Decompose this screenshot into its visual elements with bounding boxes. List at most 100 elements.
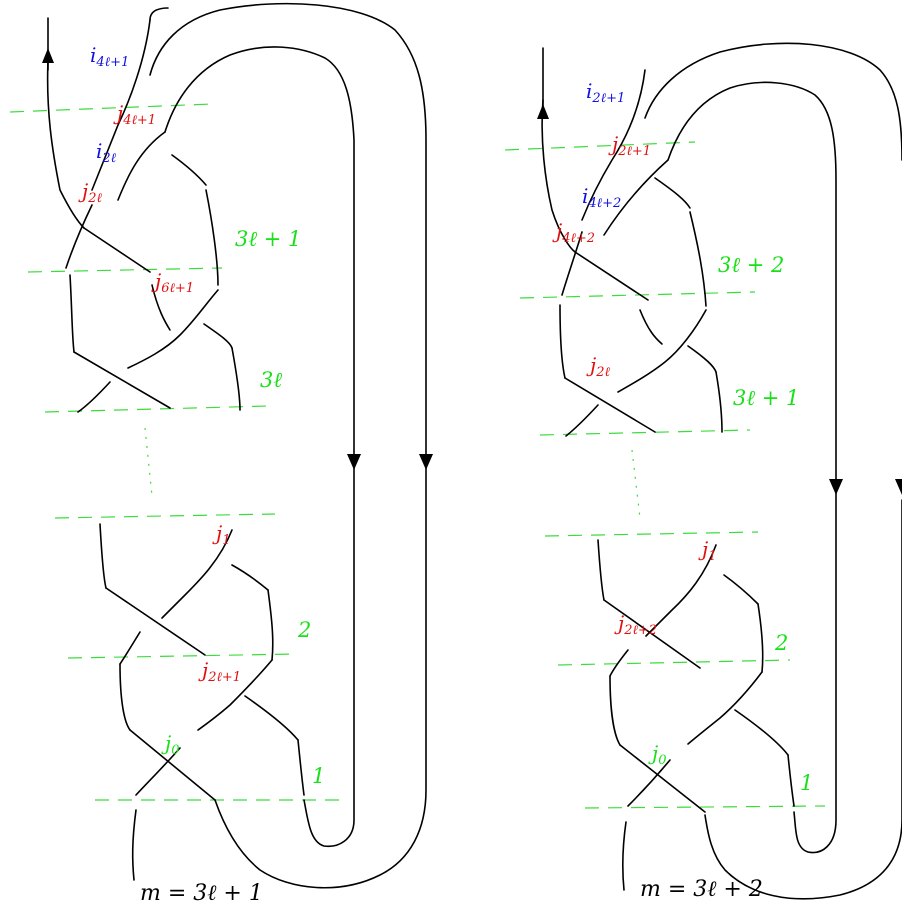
level-label: 1 xyxy=(800,771,813,795)
level-line xyxy=(44,405,269,413)
strand xyxy=(65,204,93,269)
level-label: 1 xyxy=(312,764,325,788)
left-labels: i4ℓ+1 j4ℓ+1 i2ℓ j2ℓ j6ℓ+1 j1 j2ℓ+1 j0 3ℓ… xyxy=(78,43,325,906)
strand xyxy=(149,7,169,21)
strand xyxy=(603,159,669,236)
label-j-mid: j4ℓ+2 xyxy=(552,219,595,246)
strand xyxy=(757,603,764,673)
level-line xyxy=(519,291,756,299)
label-i-top: i4ℓ+1 xyxy=(90,43,129,70)
strand xyxy=(541,99,576,253)
label-i-mid: i4ℓ+2 xyxy=(582,184,621,211)
label-j-one: j1 xyxy=(212,521,230,548)
label-j-one: j1 xyxy=(698,537,716,564)
label-i-top: i2ℓ+1 xyxy=(586,79,625,106)
strand xyxy=(129,729,216,801)
strand xyxy=(723,574,759,605)
level-line xyxy=(539,429,751,436)
label-j-low: j6ℓ+1 xyxy=(151,269,194,296)
up-arrow-icon xyxy=(537,104,549,119)
outermost-closure-loop xyxy=(704,499,902,900)
strand xyxy=(127,289,219,369)
level-line xyxy=(9,103,213,113)
strand xyxy=(609,649,629,677)
strand xyxy=(151,284,171,331)
label-i-mid: i2ℓ xyxy=(96,139,117,166)
strand xyxy=(627,759,671,807)
strand xyxy=(46,59,85,229)
up-arrow-icon xyxy=(42,48,54,63)
outer-closure-loop xyxy=(164,46,355,848)
strand xyxy=(574,251,649,301)
strand xyxy=(267,589,274,661)
down-arrow-icon xyxy=(419,454,433,470)
level-label: 3ℓ xyxy=(260,368,282,392)
outermost-closure-loop xyxy=(644,42,902,161)
strand xyxy=(645,544,717,637)
strand xyxy=(734,709,789,756)
strand xyxy=(787,754,795,807)
strand xyxy=(609,675,621,746)
panel-caption: m = 3ℓ + 2 xyxy=(640,877,763,902)
strand xyxy=(687,671,763,745)
strand xyxy=(621,821,627,891)
strand xyxy=(564,377,656,433)
level-line xyxy=(557,659,791,666)
strand xyxy=(689,211,707,307)
down-arrow-icon xyxy=(829,479,843,495)
strand xyxy=(105,587,206,656)
left-closure-loops xyxy=(42,2,433,889)
left-braid-strands xyxy=(46,17,305,881)
strand xyxy=(231,564,269,591)
level-label: 3ℓ + 1 xyxy=(235,227,301,251)
left-level-lines xyxy=(9,103,342,801)
label-j-mid: j2ℓ xyxy=(78,179,102,206)
label-j-low: j2ℓ xyxy=(586,353,610,380)
level-label: 2 xyxy=(774,631,788,655)
strand xyxy=(559,304,566,379)
level-label: 2 xyxy=(297,618,311,642)
strand xyxy=(69,274,75,353)
strand xyxy=(171,154,207,186)
outermost-closure-loop xyxy=(149,2,427,889)
strand xyxy=(639,309,663,345)
strand xyxy=(119,631,141,665)
panel-caption: m = 3ℓ + 1 xyxy=(140,881,263,906)
label-j-two: j2ℓ+1 xyxy=(198,658,241,685)
level-line xyxy=(67,653,297,659)
label-j-zero: j0 xyxy=(648,741,666,768)
left-panel: i4ℓ+1 j4ℓ+1 i2ℓ j2ℓ j6ℓ+1 j1 j2ℓ+1 j0 3ℓ… xyxy=(9,2,433,906)
level-label: 3ℓ + 2 xyxy=(718,253,784,277)
strand xyxy=(603,599,701,669)
strand xyxy=(597,539,605,601)
level-label: 3ℓ + 1 xyxy=(733,386,799,410)
right-labels: i2ℓ+1 j2ℓ+1 i4ℓ+2 j4ℓ+2 j2ℓ j1 j2ℓ+2 j0 … xyxy=(552,79,813,902)
label-j-zero: j0 xyxy=(161,731,179,758)
label-j-top: j2ℓ+1 xyxy=(608,132,651,159)
strand xyxy=(244,695,299,741)
label-j-two: j2ℓ+2 xyxy=(614,611,657,638)
strand xyxy=(73,351,171,409)
strand xyxy=(565,404,599,437)
strand xyxy=(297,739,305,796)
level-line xyxy=(27,267,223,273)
strand xyxy=(135,747,181,796)
strand xyxy=(197,659,273,731)
strand xyxy=(119,663,131,731)
strand xyxy=(99,523,107,589)
strand xyxy=(231,347,241,411)
strand xyxy=(203,323,233,349)
right-braid-strands xyxy=(541,47,795,891)
strand xyxy=(581,69,646,221)
level-line xyxy=(584,805,826,809)
strand xyxy=(654,177,691,209)
level-line xyxy=(54,513,276,519)
strand xyxy=(619,744,706,813)
strand xyxy=(205,189,219,286)
right-level-lines xyxy=(504,141,826,809)
strand xyxy=(77,381,111,413)
right-closure-loops xyxy=(537,42,902,900)
strand xyxy=(617,309,707,393)
